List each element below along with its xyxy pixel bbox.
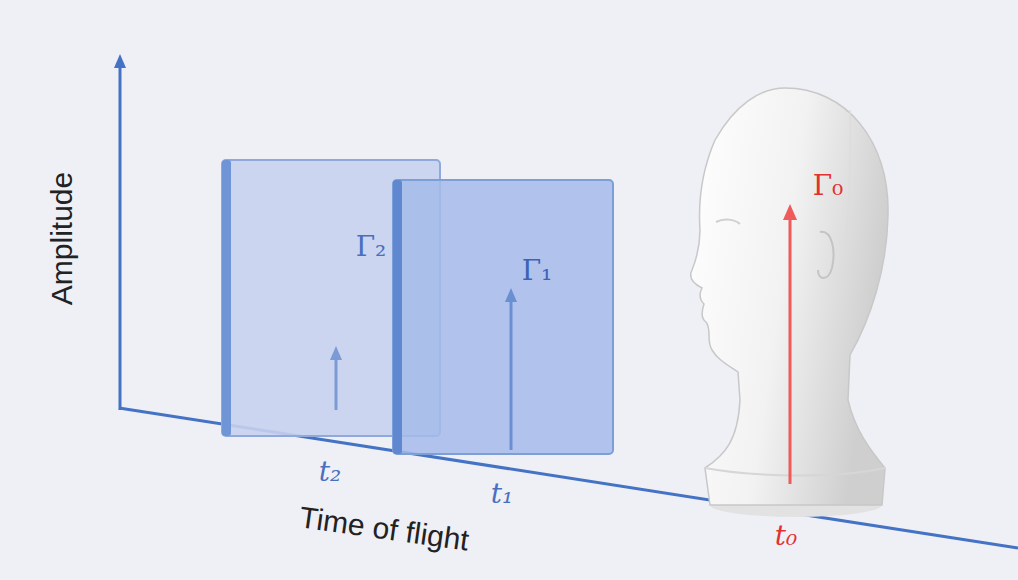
plane-edge — [393, 180, 402, 454]
arrow-head — [783, 204, 797, 220]
y-axis-head — [114, 54, 126, 68]
ear — [818, 232, 834, 278]
time-label: t₀ — [775, 521, 797, 552]
reflection-arrow — [335, 358, 338, 410]
y-axis — [119, 66, 122, 410]
mannequin-head — [691, 88, 888, 505]
time-label: t₂ — [319, 457, 341, 488]
reflection-label: Γ₀ — [813, 171, 844, 202]
axis-title: Amplitude — [46, 171, 79, 304]
reflection-arrow — [510, 300, 513, 450]
arrow-head — [505, 288, 517, 302]
arrow-head — [330, 346, 342, 360]
seam — [846, 110, 851, 260]
eye — [716, 220, 740, 224]
axis-title: Time of flight — [297, 500, 471, 556]
plane-edge — [222, 160, 231, 436]
reflection-label: Γ₂ — [356, 232, 387, 263]
time-label: t₁ — [491, 479, 513, 510]
reflection-arrow — [789, 218, 792, 484]
reflection-label: Γ₁ — [522, 256, 553, 287]
plane — [393, 180, 613, 454]
shoulder — [705, 468, 885, 476]
